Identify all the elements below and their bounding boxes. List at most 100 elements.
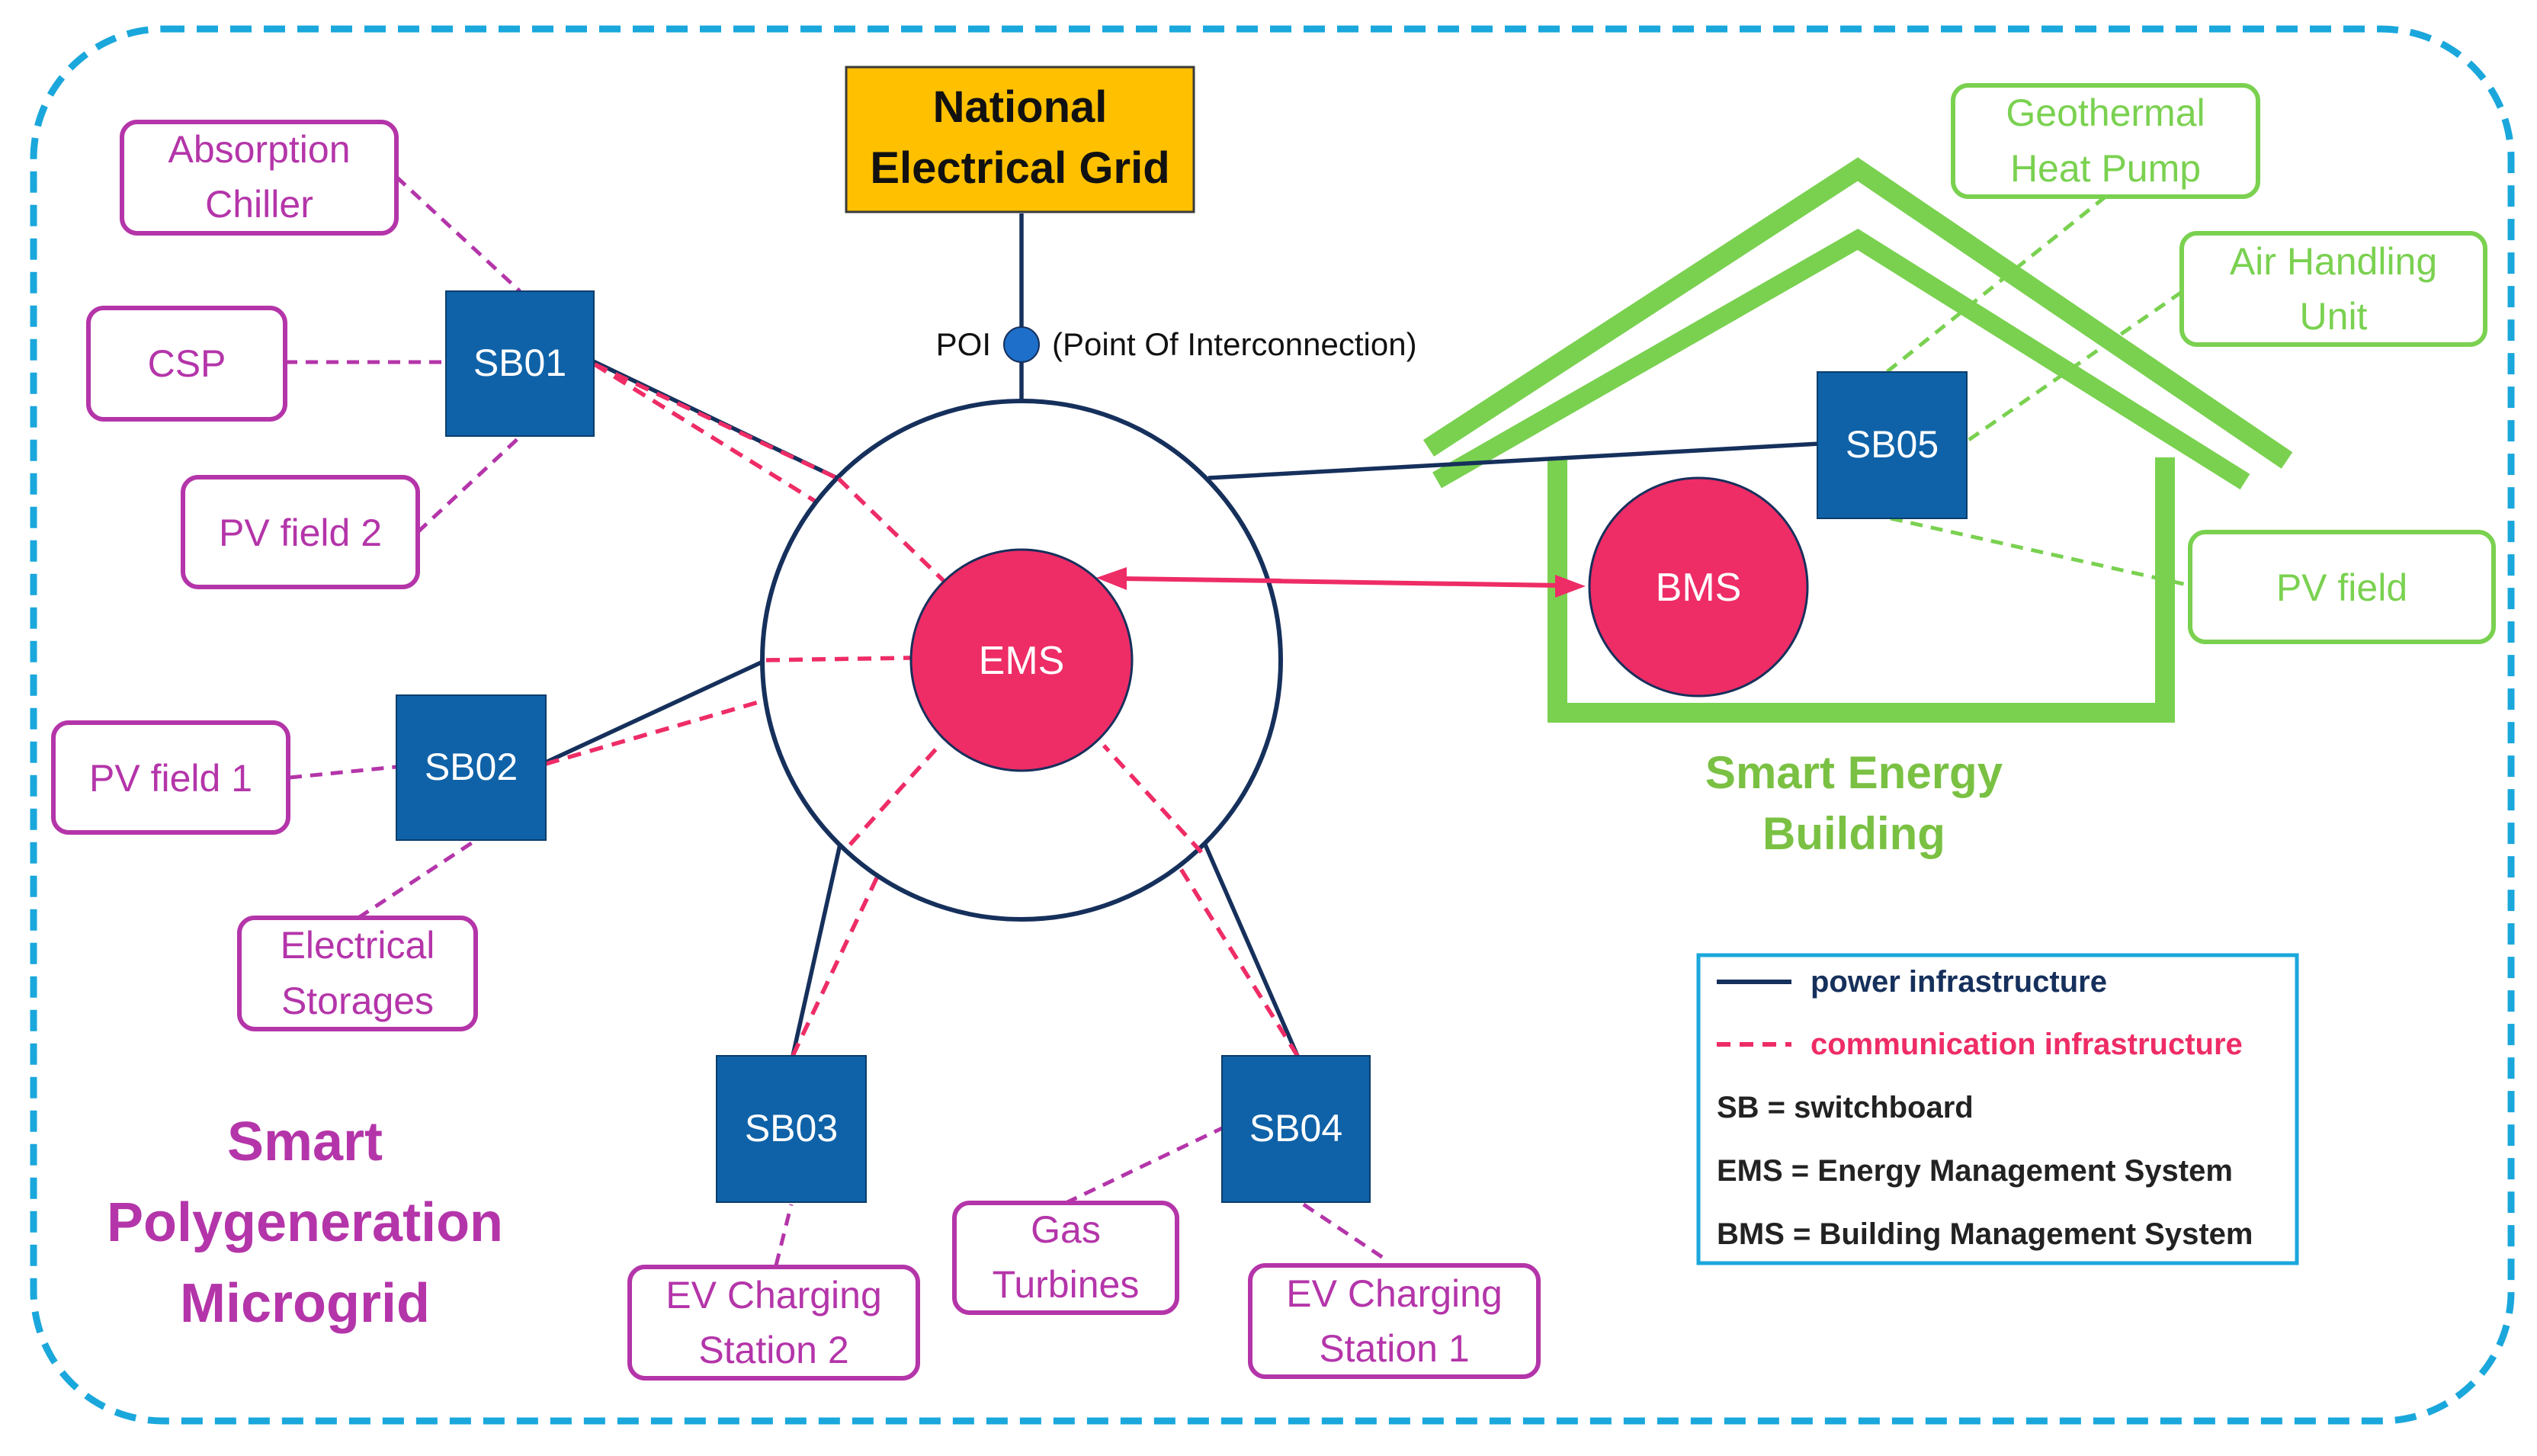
electrical-storages-line1: Electrical xyxy=(281,924,435,967)
outer-border xyxy=(30,25,2515,1425)
bms-circle xyxy=(1588,476,1809,698)
ev-charging-1-box xyxy=(1248,1263,1541,1379)
microgrid-title-line3: Microgrid xyxy=(180,1273,430,1334)
air-handling-line1: Air Handling xyxy=(2230,240,2437,283)
pv-field-box xyxy=(2188,530,2496,644)
device-gas-turbines: Gas Turbines xyxy=(952,1201,1179,1315)
sb02-box xyxy=(396,694,547,841)
comm-line-sb02 xyxy=(545,656,912,766)
link-pv-field xyxy=(1890,516,2191,588)
ems-circle xyxy=(909,548,1134,772)
ev-charging-2-line1: EV Charging xyxy=(666,1274,882,1316)
sb05-box xyxy=(1817,371,1968,519)
gas-turbines-line2: Turbines xyxy=(993,1263,1140,1306)
ev-charging-1-line1: EV Charging xyxy=(1286,1272,1503,1315)
air-handling-box xyxy=(2179,231,2487,347)
link-ev-charging-1 xyxy=(1302,1202,1390,1264)
pv-field-label: PV field xyxy=(2276,566,2407,609)
bms-node: BMS xyxy=(1588,476,1809,698)
legend-power-label: power infrastructure xyxy=(1811,965,2107,999)
switchboard-sb04: SB04 xyxy=(1221,1055,1371,1203)
electrical-storages-box xyxy=(237,916,478,1031)
absorption-chiller-line1: Absorption xyxy=(168,128,350,171)
comm-line-sb01-inner xyxy=(837,477,945,582)
building-title-line2: Building xyxy=(1762,808,1945,859)
pv-field-1-box xyxy=(51,720,290,835)
device-geothermal-heat-pump: Geothermal Heat Pump xyxy=(1951,83,2260,199)
sb03-box xyxy=(716,1055,867,1203)
switchboard-sb02: SB02 xyxy=(396,694,547,841)
national-grid: National Electrical Grid xyxy=(845,66,1195,213)
sb04-label: SB04 xyxy=(1249,1107,1342,1150)
sb04-box xyxy=(1221,1055,1371,1203)
gas-turbines-line1: Gas xyxy=(1031,1208,1101,1251)
switchboard-sb01: SB01 xyxy=(445,290,595,437)
national-grid-box xyxy=(845,66,1195,213)
link-pv-field-2 xyxy=(416,435,521,534)
switchboard-sb05: SB05 xyxy=(1817,371,1968,519)
csp-label: CSP xyxy=(148,342,226,385)
national-grid-line1: National xyxy=(933,82,1108,132)
pv-field-1-label: PV field 1 xyxy=(89,757,252,800)
link-electrical-storages xyxy=(357,840,474,920)
legend: power infrastructure communication infra… xyxy=(1696,953,2299,1265)
building-title: Smart Energy Building xyxy=(1705,747,2003,859)
geothermal-line1: Geothermal xyxy=(2006,91,2205,134)
power-line-sb05 xyxy=(1208,441,1820,480)
geothermal-box xyxy=(1951,83,2260,199)
gas-turbines-box xyxy=(952,1201,1179,1315)
device-electrical-storages: Electrical Storages xyxy=(237,916,478,1031)
legend-box xyxy=(1696,953,2299,1265)
building-title-line1: Smart Energy xyxy=(1705,747,2003,798)
microgrid-title-line1: Smart xyxy=(227,1111,383,1172)
csp-box xyxy=(86,306,287,422)
device-ev-charging-2: EV Charging Station 2 xyxy=(627,1265,920,1381)
geothermal-line2: Heat Pump xyxy=(2010,147,2201,190)
arrowhead-right xyxy=(1555,575,1586,598)
device-pv-field-1: PV field 1 xyxy=(51,720,290,835)
device-pv-field: PV field xyxy=(2188,530,2496,644)
power-line-sb03 xyxy=(791,840,843,1057)
comm-line-sb04-inner xyxy=(1102,744,1204,854)
poi-label: POI xyxy=(936,326,991,362)
national-grid-line2: Electrical Grid xyxy=(870,143,1169,193)
microgrid-title: Smart Polygeneration Microgrid xyxy=(107,1111,503,1334)
device-csp: CSP xyxy=(86,306,287,422)
device-ev-charging-1: EV Charging Station 1 xyxy=(1248,1263,1541,1379)
legend-bms-label: BMS = Building Management System xyxy=(1717,1217,2253,1251)
legend-sb-label: SB = switchboard xyxy=(1717,1091,1974,1124)
ev-charging-2-box xyxy=(627,1265,920,1381)
bms-label: BMS xyxy=(1656,566,1742,610)
absorption-chiller-box xyxy=(120,120,399,236)
sb01-box xyxy=(445,290,595,437)
poi-description: (Point Of Interconnection) xyxy=(1052,326,1417,362)
link-ev-charging-2 xyxy=(774,1204,794,1266)
comm-line-sb02-inner xyxy=(765,656,912,662)
poi-dot xyxy=(1003,326,1040,363)
sb02-label: SB02 xyxy=(425,746,518,788)
microgrid-title-line2: Polygeneration xyxy=(107,1192,503,1253)
link-air-handling xyxy=(1961,290,2183,447)
ems-label: EMS xyxy=(979,639,1065,683)
device-absorption-chiller: Absorption Chiller xyxy=(120,120,399,236)
legend-ems-label: EMS = Energy Management System xyxy=(1717,1154,2233,1188)
air-handling-line2: Unit xyxy=(2300,295,2368,338)
device-air-handling-unit: Air Handling Unit xyxy=(2179,231,2487,347)
power-line-sb01 xyxy=(585,356,840,481)
ev-charging-1-line2: Station 1 xyxy=(1319,1327,1469,1370)
house-roof-outer xyxy=(1422,157,2293,469)
arrowhead-left-inner xyxy=(1096,567,1127,590)
house-roof-inner xyxy=(1432,229,2250,490)
legend-comm-label: communication infrastructure xyxy=(1811,1028,2243,1061)
device-pv-field-2: PV field 2 xyxy=(181,475,420,589)
absorption-chiller-line2: Chiller xyxy=(205,183,313,226)
sb03-label: SB03 xyxy=(745,1107,838,1150)
link-gas-turbines xyxy=(1064,1126,1224,1205)
sb05-label: SB05 xyxy=(1846,423,1939,466)
ems-bms-line-inner xyxy=(1120,576,1281,583)
pv-field-2-box xyxy=(181,475,420,589)
power-line-sb04 xyxy=(1203,843,1300,1057)
pv-field-2-label: PV field 2 xyxy=(219,512,382,554)
link-pv-field-1 xyxy=(289,765,397,780)
